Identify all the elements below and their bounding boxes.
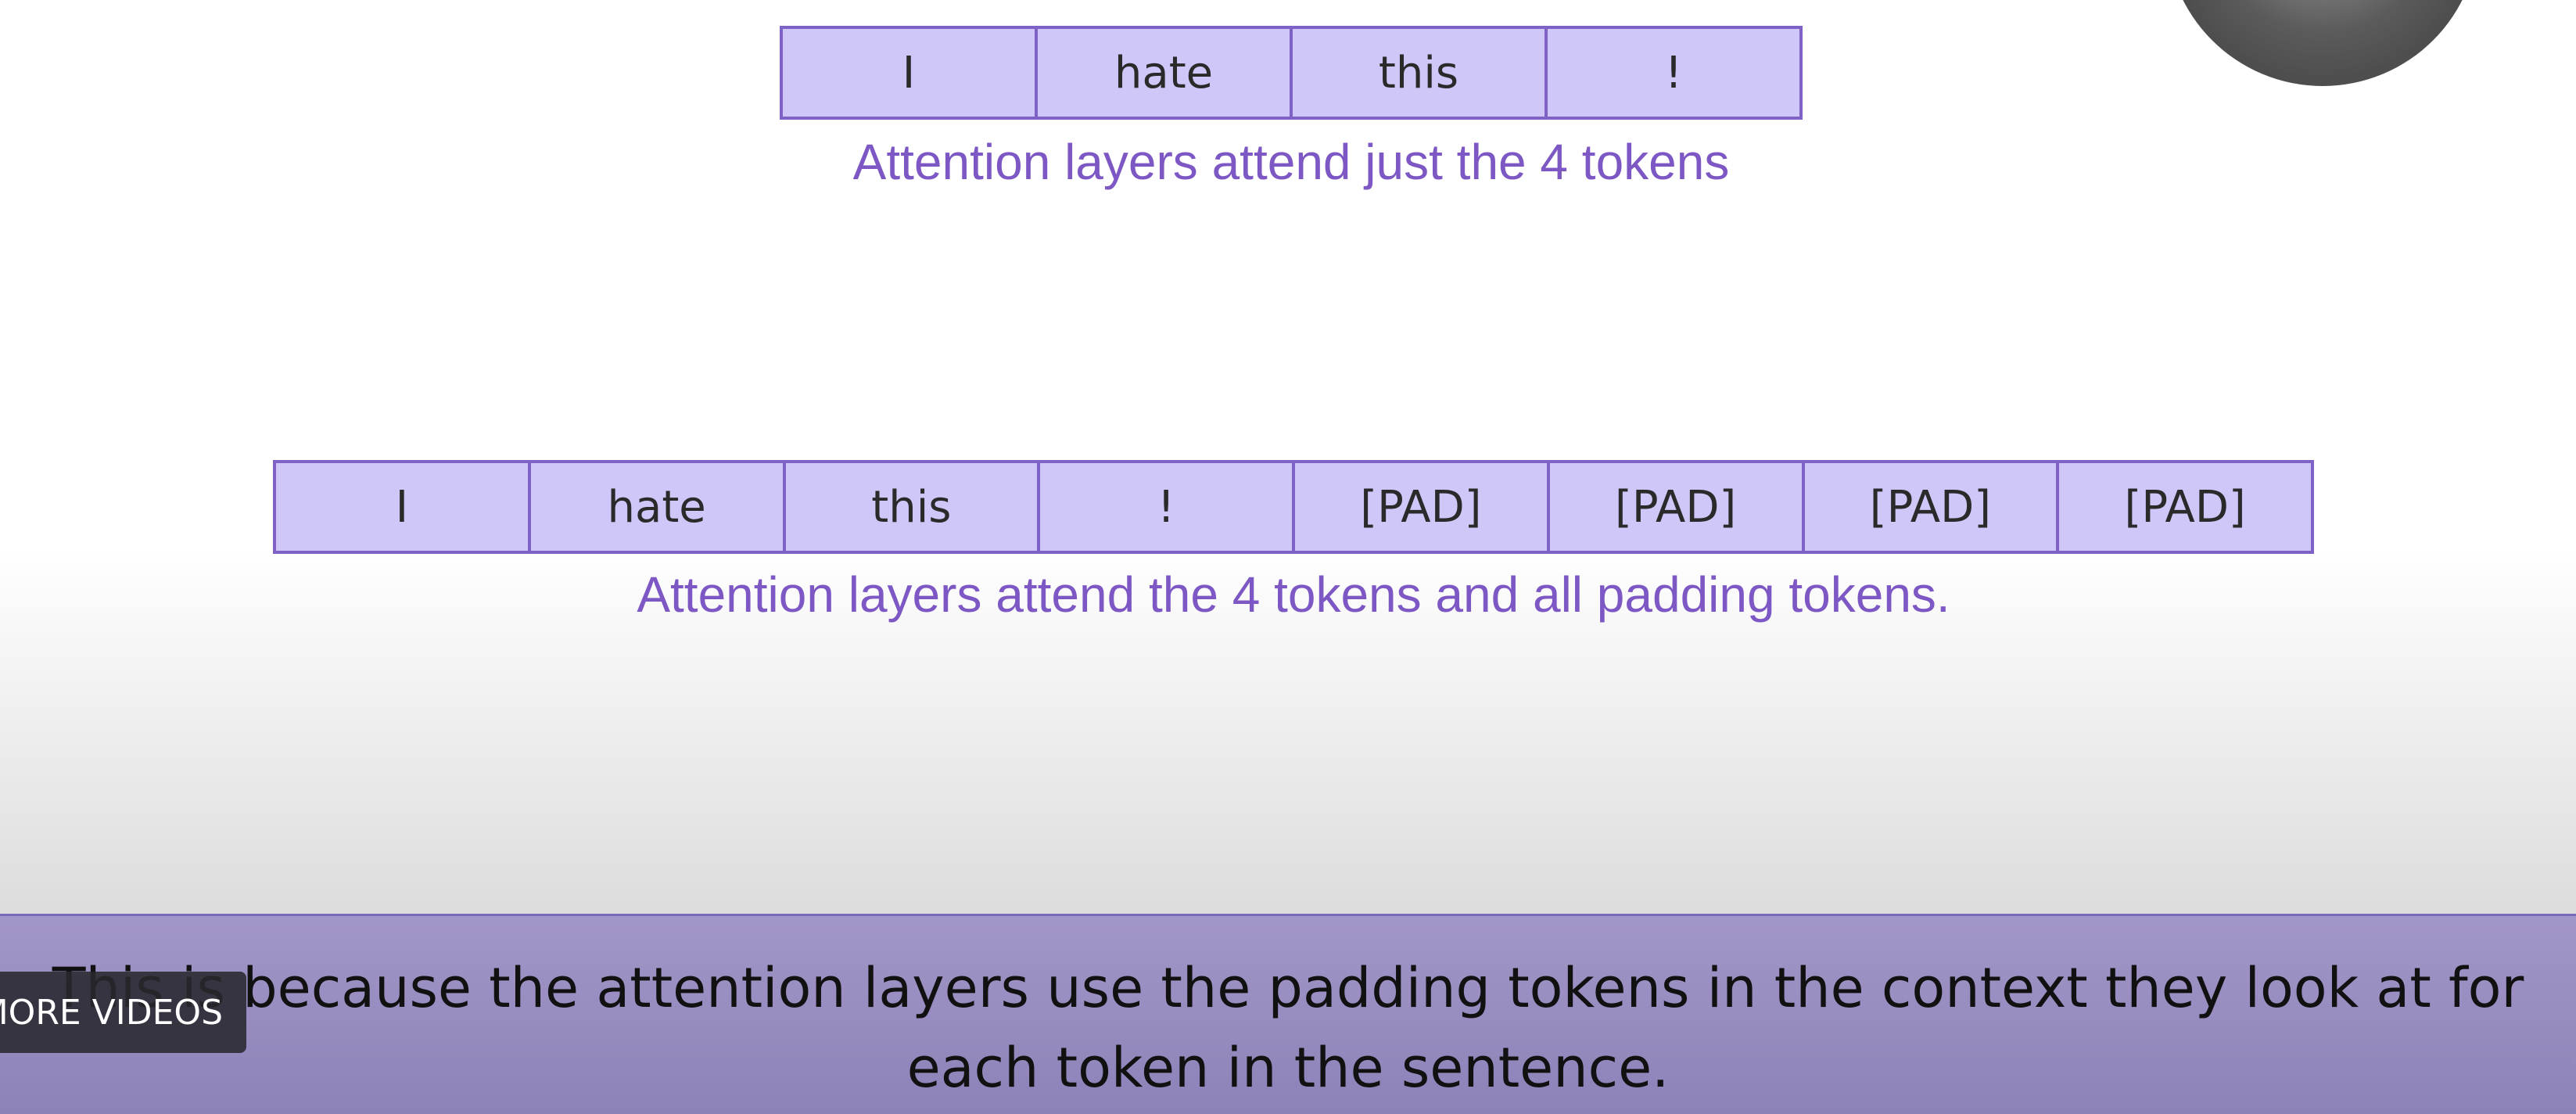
caption-unpadded: Attention layers attend just the 4 token…: [852, 134, 1730, 190]
token-row-padded: I hate this ! [PAD] [PAD] [PAD] [PAD]: [273, 460, 2314, 554]
subtitle-line-1: This is because the attention layers use…: [52, 956, 2524, 1020]
subtitle-line-2: each token in the sentence.: [906, 1036, 1670, 1100]
token-cell: this: [786, 463, 1041, 551]
pad-token-cell: [PAD]: [1295, 463, 1550, 551]
more-videos-button[interactable]: MORE VIDEOS: [0, 972, 246, 1053]
token-cell: !: [1040, 463, 1295, 551]
pad-token-cell: [PAD]: [1805, 463, 2060, 551]
pad-token-cell: [PAD]: [1550, 463, 1805, 551]
token-cell: hate: [531, 463, 786, 551]
token-row-unpadded: I hate this !: [780, 26, 1803, 120]
pad-token-cell: [PAD]: [2124, 481, 2246, 533]
subtitle-text: This is because the attention layers use…: [0, 948, 2576, 1108]
caption-padded: Attention layers attend the 4 tokens and…: [637, 566, 1950, 623]
token-cell: hate: [1038, 29, 1293, 117]
token-cell: !: [1664, 47, 1683, 99]
token-cell: I: [783, 29, 1038, 117]
token-cell: I: [276, 463, 531, 551]
presenter-webcam: [2166, 0, 2479, 86]
subtitle-bar: [0, 914, 2576, 1114]
token-cell: this: [1293, 29, 1548, 117]
